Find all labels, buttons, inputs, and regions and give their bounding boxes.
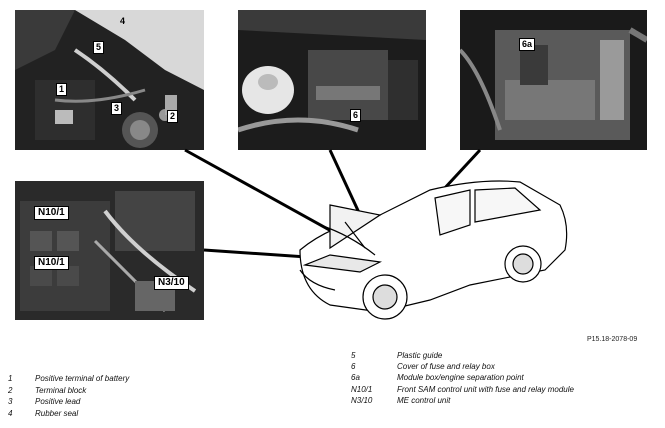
- legend-item: 2 Terminal block: [8, 386, 228, 397]
- legend-key: 1: [8, 374, 13, 383]
- photo-module-box: 6a: [460, 10, 647, 150]
- legend-text: Cover of fuse and relay box: [397, 362, 495, 371]
- legend-item: 6a Module box/engine separation point: [351, 373, 651, 384]
- photo-sam-module: N10/1 N10/1 N3/10: [15, 181, 204, 320]
- legend-item: 1 Positive terminal of battery: [8, 374, 228, 385]
- callout-n10-1-top: N10/1: [34, 206, 69, 220]
- legend-text: ME control unit: [397, 396, 451, 405]
- car-outline: [299, 180, 568, 320]
- sam-module-illustration: [15, 181, 204, 320]
- fuse-box-cover-illustration: [238, 10, 426, 150]
- callout-5: 5: [93, 41, 105, 54]
- legend-key: 2: [8, 386, 13, 395]
- connector-line-photo2: [328, 149, 382, 259]
- legend-left: 1 Positive terminal of battery 2 Termina…: [8, 374, 228, 424]
- legend-text: Terminal block: [35, 386, 87, 395]
- legend-key: 6: [351, 362, 356, 371]
- photo-battery-area: 4 5 1 3 2: [15, 10, 204, 150]
- legend-text: Plastic guide: [397, 351, 443, 360]
- legend-text: Positive lead: [35, 397, 81, 406]
- legend-text: Module box/engine separation point: [397, 373, 524, 382]
- connector-line-photo1: [184, 148, 381, 260]
- callout-6a: 6a: [519, 38, 536, 51]
- legend-item: N10/1 Front SAM control unit with fuse a…: [351, 385, 651, 396]
- connector-line-photo4: [203, 248, 381, 264]
- legend-key: N3/10: [351, 396, 373, 405]
- callout-n3-10: N3/10: [154, 276, 189, 290]
- legend-text: Front SAM control unit with fuse and rel…: [397, 385, 574, 394]
- legend-right: 5 Plastic guide 6 Cover of fuse and rela…: [351, 351, 651, 411]
- callout-n10-1-bottom: N10/1: [34, 256, 69, 270]
- legend-item: 6 Cover of fuse and relay box: [351, 362, 651, 373]
- legend-key: 4: [8, 409, 13, 418]
- battery-area-illustration: [15, 10, 204, 150]
- photo-fuse-box-cover: 6: [238, 10, 426, 150]
- callout-6: 6: [350, 109, 362, 122]
- legend-item: 5 Plastic guide: [351, 351, 651, 362]
- legend-item: N3/10 ME control unit: [351, 396, 651, 407]
- callout-4: 4: [120, 16, 126, 26]
- callout-2: 2: [167, 110, 179, 123]
- connector-line-photo3: [378, 148, 482, 260]
- legend-item: 4 Rubber seal: [8, 409, 228, 420]
- legend-text: Positive terminal of battery: [35, 374, 130, 383]
- legend-key: 3: [8, 397, 13, 406]
- legend-item: 3 Positive lead: [8, 397, 228, 408]
- legend-key: 6a: [351, 373, 360, 382]
- module-box-illustration: [460, 10, 647, 150]
- legend-key: 5: [351, 351, 356, 360]
- callout-1: 1: [56, 83, 68, 96]
- legend-key: N10/1: [351, 385, 373, 394]
- callout-3: 3: [111, 102, 123, 115]
- reference-code: P15.18-2078-09: [587, 336, 638, 343]
- legend-text: Rubber seal: [35, 409, 79, 418]
